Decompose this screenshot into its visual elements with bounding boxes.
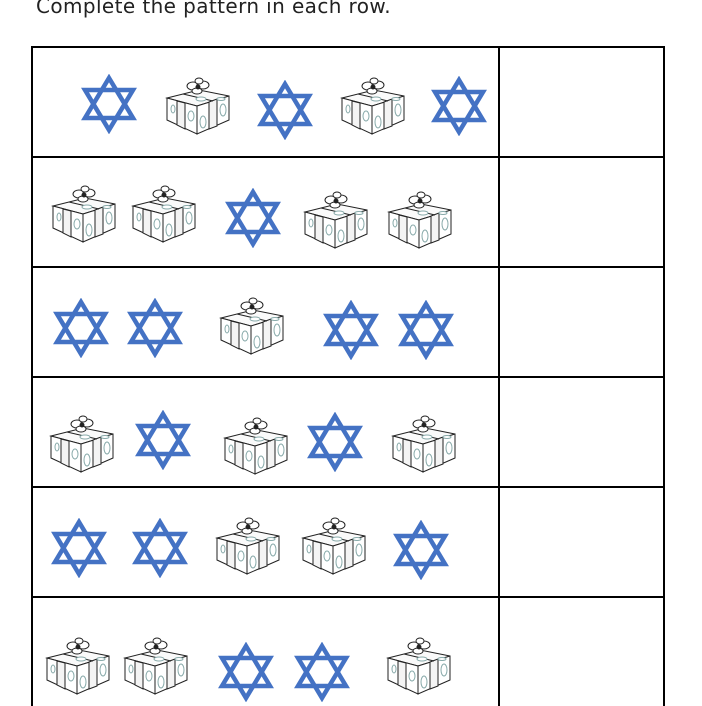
gift-box-icon xyxy=(121,636,191,698)
gift-box-icon xyxy=(385,190,455,252)
star-of-david-icon xyxy=(391,520,451,580)
star-of-david-icon xyxy=(396,300,456,360)
gift-box-icon xyxy=(43,636,113,698)
gift-box-icon xyxy=(217,296,287,358)
pattern-table xyxy=(31,46,665,706)
star-of-david-icon xyxy=(130,518,190,578)
star-of-david-icon xyxy=(305,412,365,472)
star-of-david-icon xyxy=(49,518,109,578)
gift-box-icon xyxy=(338,76,408,138)
star-of-david-icon xyxy=(321,300,381,360)
gift-box-icon xyxy=(47,414,117,476)
gift-box-icon xyxy=(384,636,454,698)
star-of-david-icon xyxy=(292,642,352,702)
gift-box-icon xyxy=(389,414,459,476)
answer-cell[interactable] xyxy=(500,46,665,156)
pattern-sequence-cell xyxy=(31,486,500,596)
answer-cell[interactable] xyxy=(500,376,665,486)
gift-box-icon xyxy=(221,416,291,478)
gift-box-icon xyxy=(299,516,369,578)
pattern-row xyxy=(31,376,665,486)
star-of-david-icon xyxy=(133,410,193,470)
instruction-heading: Complete the pattern in each row. xyxy=(36,0,392,18)
pattern-row xyxy=(31,486,665,596)
answer-cell[interactable] xyxy=(500,596,665,706)
pattern-sequence-cell xyxy=(31,376,500,486)
answer-cell[interactable] xyxy=(500,486,665,596)
star-of-david-icon xyxy=(255,80,315,140)
answer-cell[interactable] xyxy=(500,266,665,376)
pattern-row xyxy=(31,266,665,376)
answer-cell[interactable] xyxy=(500,156,665,266)
pattern-row xyxy=(31,596,665,706)
gift-box-icon xyxy=(213,516,283,578)
pattern-row xyxy=(31,46,665,156)
star-of-david-icon xyxy=(216,642,276,702)
gift-box-icon xyxy=(163,76,233,138)
star-of-david-icon xyxy=(51,298,111,358)
pattern-sequence-cell xyxy=(31,156,500,266)
gift-box-icon xyxy=(129,184,199,246)
pattern-row xyxy=(31,156,665,266)
pattern-sequence-cell xyxy=(31,46,500,156)
gift-box-icon xyxy=(49,184,119,246)
star-of-david-icon xyxy=(125,298,185,358)
gift-box-icon xyxy=(301,190,371,252)
pattern-sequence-cell xyxy=(31,266,500,376)
star-of-david-icon xyxy=(429,76,489,136)
star-of-david-icon xyxy=(223,188,283,248)
pattern-sequence-cell xyxy=(31,596,500,706)
star-of-david-icon xyxy=(79,74,139,134)
